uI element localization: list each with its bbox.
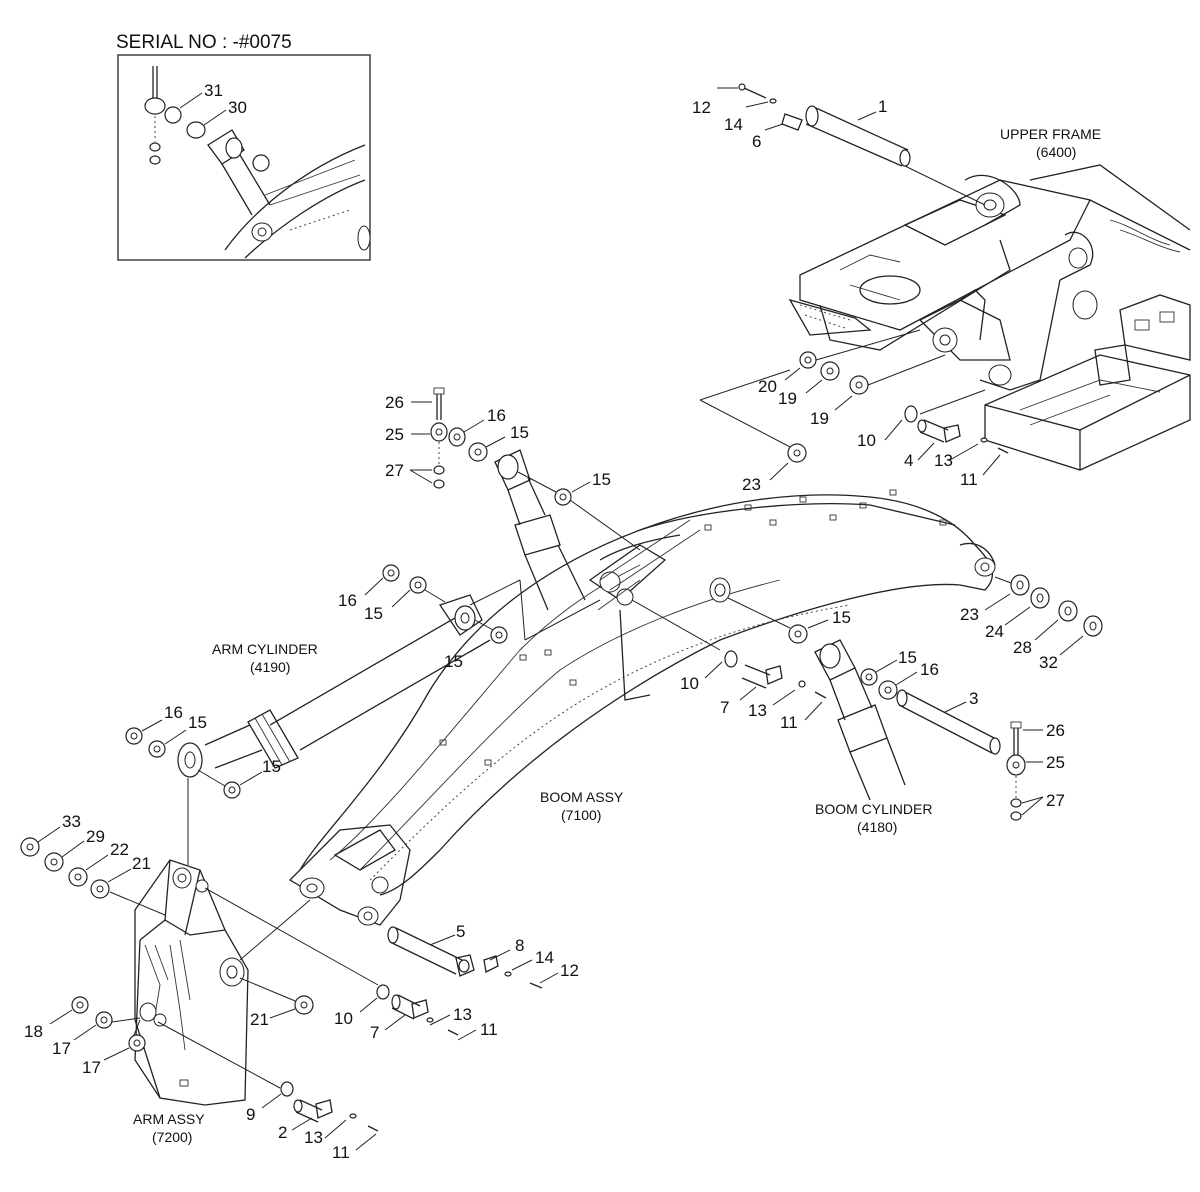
callout-15b: 15 xyxy=(592,470,611,489)
callout-13b: 13 xyxy=(748,701,767,720)
boom-cylinder-upper: 15 26 16 25 15 27 xyxy=(385,387,641,611)
callout-4: 4 xyxy=(904,451,913,470)
callout-15f: 15 xyxy=(898,648,917,667)
callout-6: 6 xyxy=(752,132,761,151)
callout-19a: 19 xyxy=(778,389,797,408)
callout-11b: 11 xyxy=(780,713,798,732)
callout-3: 3 xyxy=(969,689,978,708)
callout-16c: 16 xyxy=(920,660,939,679)
callout-7a: 7 xyxy=(720,698,729,717)
inset-panel: SERIAL NO : -#0075 31 30 xyxy=(116,32,371,261)
callout-11d: 11 xyxy=(332,1143,350,1162)
callout-12b: 12 xyxy=(560,961,579,980)
upper-frame: UPPER FRAME (6400) xyxy=(788,126,1191,471)
boom-assy-name: BOOM ASSY xyxy=(540,789,624,805)
callout-15c: 15 xyxy=(364,604,383,623)
arm-cylinder-name: ARM CYLINDER xyxy=(212,641,318,657)
callout-7b: 7 xyxy=(370,1023,379,1042)
arm-assy-code: (7200) xyxy=(152,1129,192,1145)
arm-top-washers: 33 29 22 21 xyxy=(20,812,166,916)
callout-31: 31 xyxy=(204,81,223,100)
callout-27b: 27 xyxy=(1046,791,1065,810)
arm-bottom-hardware: 9 2 13 11 xyxy=(246,1081,379,1162)
callout-24: 24 xyxy=(985,622,1004,641)
callout-27a: 27 xyxy=(385,461,404,480)
callout-21b: 21 xyxy=(250,1010,269,1029)
callout-23a: 23 xyxy=(742,475,761,494)
callout-25b: 25 xyxy=(1046,753,1065,772)
callout-13a: 13 xyxy=(934,451,953,470)
boom-cylinder-code: (4180) xyxy=(857,819,897,835)
callout-15d: 15 xyxy=(444,652,463,671)
callout-28: 28 xyxy=(1013,638,1032,657)
callout-10c: 10 xyxy=(334,1009,353,1028)
callout-18: 18 xyxy=(24,1022,43,1041)
callout-26a: 26 xyxy=(385,393,404,412)
callout-17b: 17 xyxy=(82,1058,101,1077)
arm-assy: ARM ASSY (7200) xyxy=(129,859,379,1145)
callout-19b: 19 xyxy=(810,409,829,428)
inset-title: SERIAL NO : -#0075 xyxy=(116,32,292,53)
arm-lower-washers: 18 17 17 xyxy=(24,996,146,1077)
callout-20: 20 xyxy=(758,377,777,396)
callout-16a: 16 xyxy=(487,406,506,425)
boom-assy-code: (7100) xyxy=(561,807,601,823)
callout-16d: 16 xyxy=(164,703,183,722)
arm-assy-name: ARM ASSY xyxy=(133,1111,205,1127)
callout-15a: 15 xyxy=(510,423,529,442)
boom-cylinder-name: BOOM CYLINDER xyxy=(815,801,932,817)
boom-top-hardware: 23 23 24 28 32 xyxy=(742,443,1103,672)
callout-9: 9 xyxy=(246,1105,255,1124)
upper-frame-code: (6400) xyxy=(1036,144,1076,160)
upper-frame-name: UPPER FRAME xyxy=(1000,126,1101,142)
arm-mid-hardware: 21 10 7 13 11 xyxy=(250,984,498,1042)
pin-1: 12 14 6 1 xyxy=(692,83,986,206)
callout-13d: 13 xyxy=(304,1128,323,1147)
callout-17a: 17 xyxy=(52,1039,71,1058)
arm-cylinder: 16 15 15 ARM CYLINDER (4190) 16 15 15 xyxy=(125,564,601,865)
callout-11a: 11 xyxy=(960,470,978,489)
callout-8: 8 xyxy=(515,936,524,955)
callout-22: 22 xyxy=(110,840,129,859)
callout-2: 2 xyxy=(278,1123,287,1142)
callout-29: 29 xyxy=(86,827,105,846)
upper-pivot-hardware: 20 19 19 10 4 13 11 xyxy=(699,329,1009,489)
callout-14a: 14 xyxy=(724,115,743,134)
pin-5: 5 8 14 12 xyxy=(387,922,579,989)
callout-21a: 21 xyxy=(132,854,151,873)
callout-15g: 15 xyxy=(188,713,207,732)
callout-10a: 10 xyxy=(857,431,876,450)
callout-10b: 10 xyxy=(680,674,699,693)
callout-1: 1 xyxy=(878,97,887,116)
arm-cylinder-code: (4190) xyxy=(250,659,290,675)
callout-12a: 12 xyxy=(692,98,711,117)
callout-23b: 23 xyxy=(960,605,979,624)
boom-mid-hardware: 15 10 7 13 11 xyxy=(631,597,851,732)
callout-32: 32 xyxy=(1039,653,1058,672)
callout-33: 33 xyxy=(62,812,81,831)
callout-30: 30 xyxy=(228,98,247,117)
callout-15h: 15 xyxy=(262,757,281,776)
callout-15e: 15 xyxy=(832,608,851,627)
callout-25a: 25 xyxy=(385,425,404,444)
boom-assy: BOOM ASSY (7100) xyxy=(288,489,996,926)
callout-16b: 16 xyxy=(338,591,357,610)
callout-11c: 11 xyxy=(480,1020,498,1039)
callout-5: 5 xyxy=(456,922,465,941)
callout-14b: 14 xyxy=(535,948,554,967)
boom-cylinder-lower: 15 16 3 BOOM CYLINDER (4180) 26 25 27 xyxy=(814,639,1065,835)
callout-13c: 13 xyxy=(453,1005,472,1024)
callout-26b: 26 xyxy=(1046,721,1065,740)
